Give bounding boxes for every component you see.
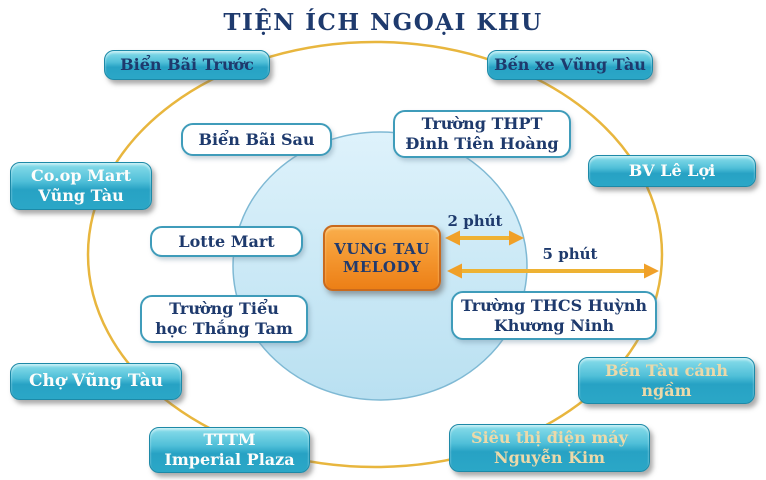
node-bv-le-loi: BV Lê Lợi: [588, 155, 756, 187]
node-truong-thcs-huynh-khuong-ninh: Trường THCS Huỳnh Khương Ninh: [451, 291, 657, 340]
node-sieu-thi-dien-may-nguyen-kim: Siêu thị điện máy Nguyễn Kim: [449, 424, 650, 472]
distance-label-2min: 2 phút: [447, 212, 503, 230]
node-truong-thpt-dinh-tien-hoang: Trường THPT Đinh Tiên Hoàng: [393, 110, 571, 158]
arrow-5-minutes: [447, 263, 659, 279]
node-cho-vung-tau: Chợ Vũng Tàu: [10, 363, 182, 400]
node-truong-tieu-hoc-thang-tam: Trường Tiểu học Thắng Tam: [140, 295, 308, 343]
node-lotte-mart: Lotte Mart: [150, 226, 303, 257]
arrow-2-minutes: [445, 230, 524, 246]
node-ben-xe-vung-tau: Bến xe Vũng Tàu: [487, 50, 653, 80]
outer-ring-ellipse: [86, 40, 664, 469]
node-tttm-imperial-plaza: TTTM Imperial Plaza: [149, 427, 310, 473]
distance-label-5min: 5 phút: [542, 245, 598, 263]
node-ben-tau-canh-ngam: Bến Tàu cánh ngầm: [578, 357, 755, 404]
page-title: TIỆN ÍCH NGOẠI KHU: [223, 9, 543, 36]
node-bien-bai-sau: Biển Bãi Sau: [181, 123, 332, 156]
node-coop-mart-vung-tau: Co.op Mart Vũng Tàu: [10, 162, 152, 210]
node-vung-tau-melody: VUNG TAU MELODY: [323, 225, 441, 291]
node-bien-bai-truoc: Biển Bãi Trước: [104, 50, 270, 80]
